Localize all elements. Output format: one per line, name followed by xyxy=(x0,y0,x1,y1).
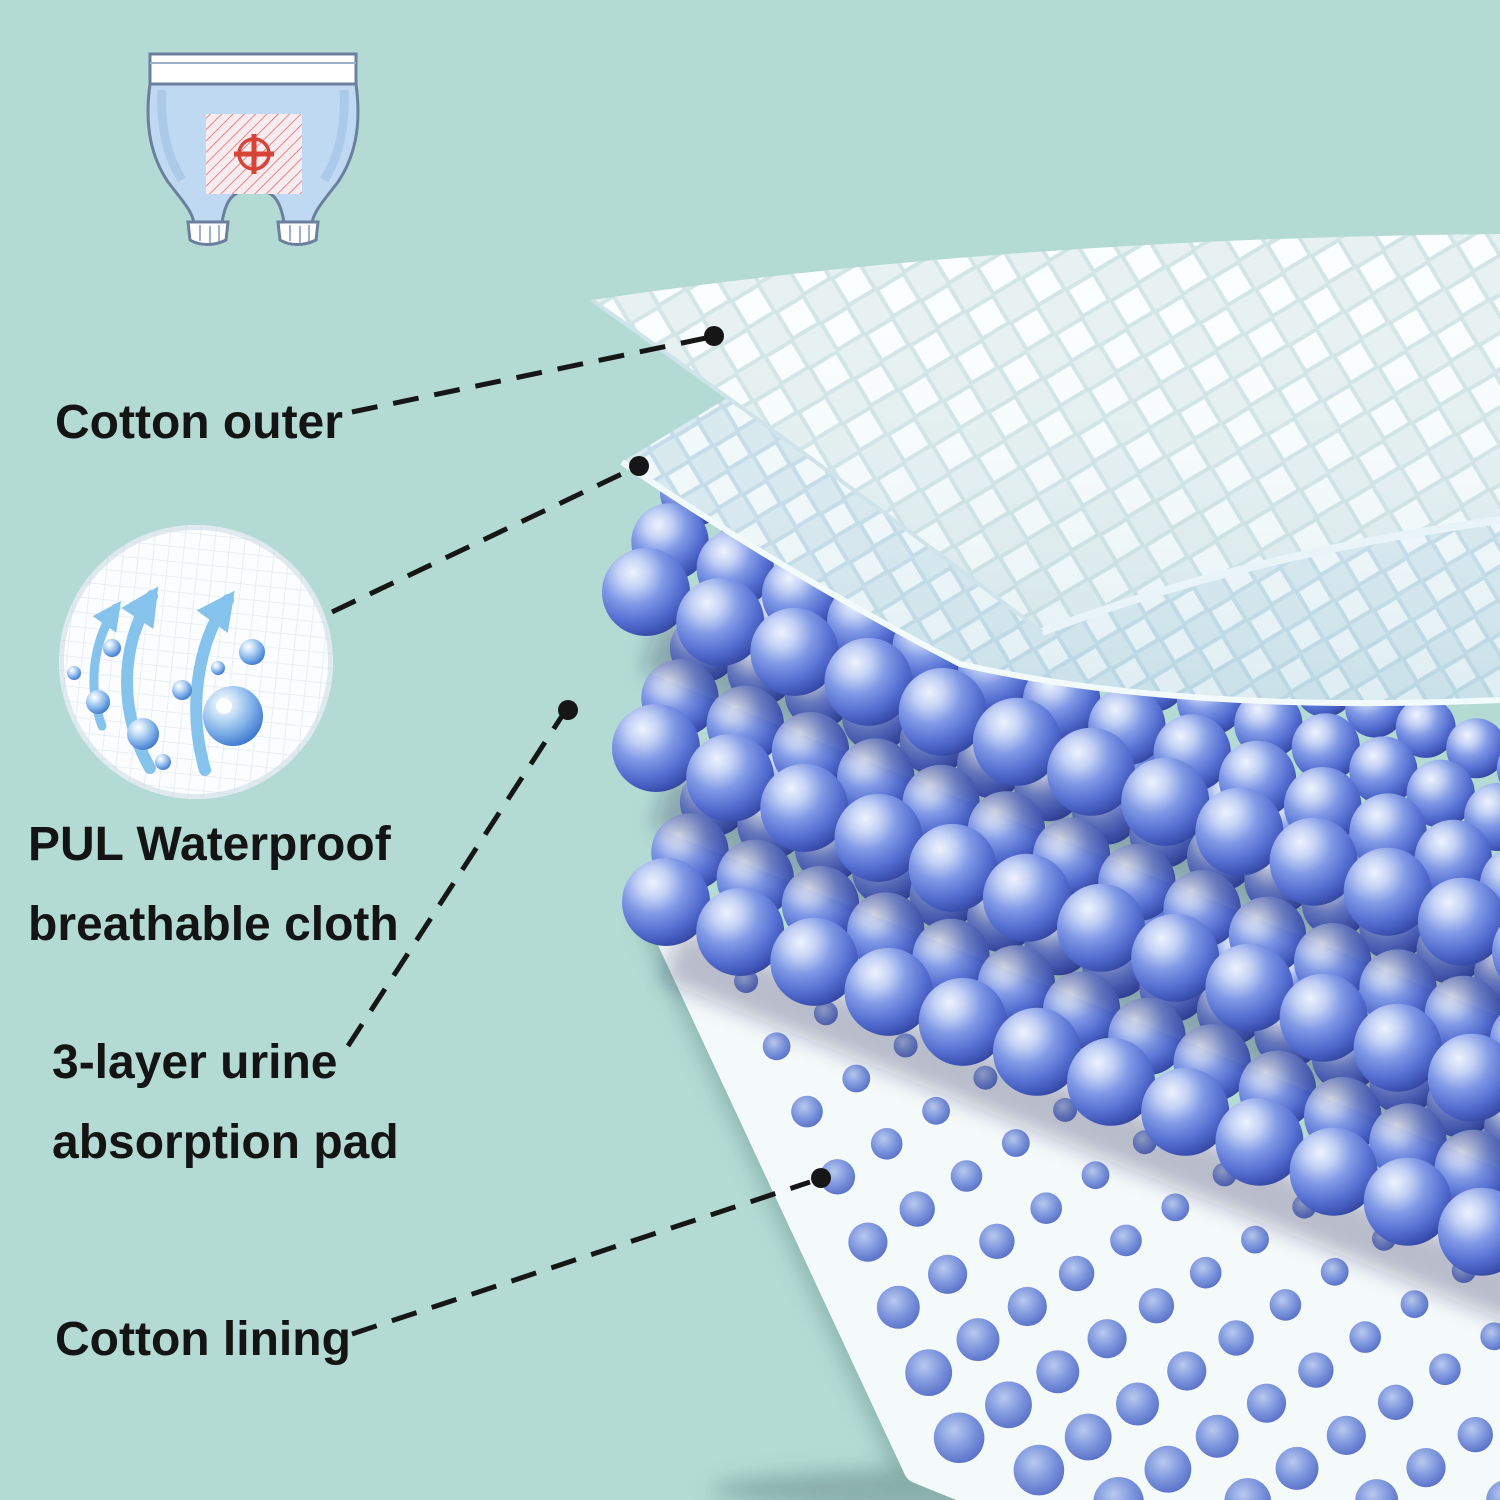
label-cotton-outer: Cotton outer xyxy=(55,396,343,449)
cross-marker-icon xyxy=(234,134,274,174)
label-pul-line2: breathable cloth xyxy=(28,898,399,951)
leader-dots xyxy=(558,326,831,1188)
label-absorption-pad: 3-layer urine absorption pad xyxy=(52,1023,399,1183)
label-cotton-lining: Cotton lining xyxy=(55,1313,351,1366)
training-pants-icon xyxy=(146,52,360,246)
water-droplet-icons xyxy=(67,639,265,770)
waterproof-breathable-fabric-inset xyxy=(59,525,333,799)
label-pul-line1: PUL Waterproof xyxy=(28,818,391,871)
label-pad-line1: 3-layer urine xyxy=(52,1036,338,1089)
leader-lines xyxy=(330,335,811,1337)
absorption-bead-layers xyxy=(602,412,1500,1319)
label-pul: PUL Waterproof breathable cloth xyxy=(28,805,399,965)
label-pad-line2: absorption pad xyxy=(52,1116,399,1169)
cotton-outer-sheet xyxy=(590,234,1500,636)
